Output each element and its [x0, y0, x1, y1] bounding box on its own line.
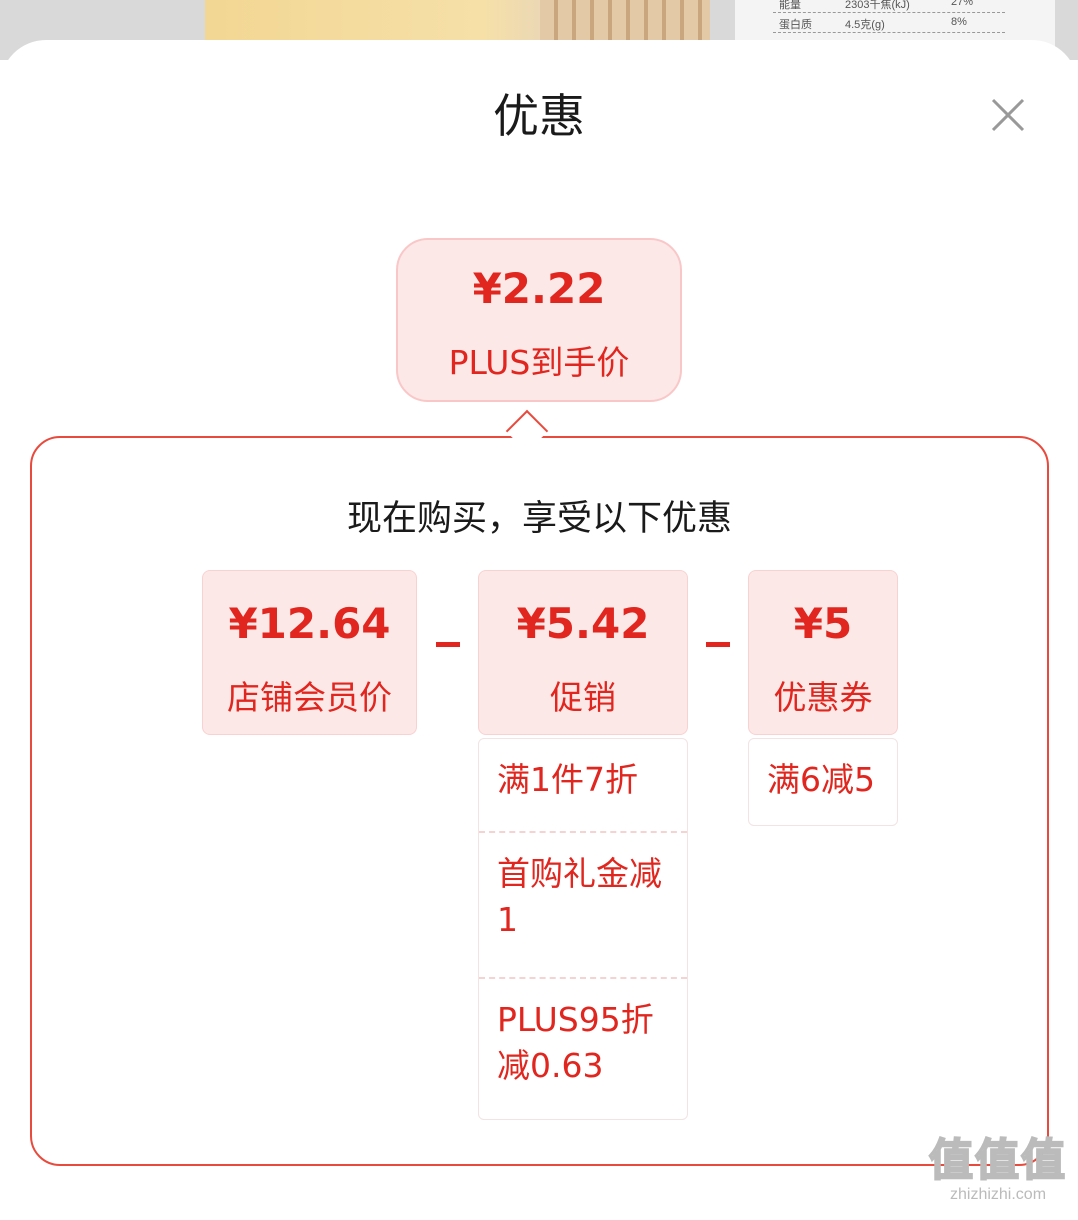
member-price-label: 店铺会员价: [227, 678, 392, 717]
promotion-item: 首购礼金减1: [479, 833, 687, 979]
coupon-amount: ¥5: [793, 599, 853, 648]
coupon-box: ¥5 优惠券: [748, 570, 898, 735]
nutrition-row: 能量 2303千焦(kJ) 27%: [773, 0, 1005, 13]
close-button[interactable]: [985, 92, 1031, 138]
final-price-badge: ¥2.22 PLUS到手价: [396, 238, 682, 402]
promotion-box: ¥5.42 促销: [478, 570, 688, 735]
minus-sign: [706, 642, 730, 647]
promotion-item: 满1件7折: [479, 739, 687, 833]
coupon-label: 优惠券: [773, 678, 873, 717]
promotion-label: 促销: [550, 678, 616, 717]
final-price-label: PLUS到手价: [448, 343, 630, 382]
background-page: 能量 2303千焦(kJ) 27% 蛋白质 4.5克(g) 8%: [0, 0, 1078, 60]
discount-sheet: 优惠 ¥2.22 PLUS到手价 现在购买，享受以下优惠 ¥12.64 店铺会员…: [0, 40, 1078, 1220]
coupon-item: 满6减5: [767, 760, 875, 799]
discount-breakdown-panel: 现在购买，享受以下优惠 ¥12.64 店铺会员价 ¥5.42 促销 满1件7折 …: [30, 436, 1049, 1166]
watermark-site: zhizhizhi.com: [949, 1186, 1047, 1203]
close-icon: [991, 98, 1025, 132]
final-price-amount: ¥2.22: [472, 264, 606, 313]
minus-sign: [436, 642, 460, 647]
coupon-details: 满6减5: [748, 738, 898, 826]
sheet-title: 优惠: [493, 89, 585, 143]
member-price-amount: ¥12.64: [228, 599, 391, 648]
watermark: 值值值 zhizhizhi.com: [928, 1135, 1068, 1204]
nutrition-row: 蛋白质 4.5克(g) 8%: [773, 14, 1005, 33]
watermark-logo: 值值值: [928, 1135, 1067, 1187]
panel-heading: 现在购买，享受以下优惠: [346, 499, 732, 539]
promotion-details: 满1件7折 首购礼金减1 PLUS95折减0.63: [478, 738, 688, 1120]
promotion-item: PLUS95折减0.63: [497, 1000, 654, 1085]
member-price-box: ¥12.64 店铺会员价: [202, 570, 417, 735]
promotion-amount: ¥5.42: [516, 599, 650, 648]
